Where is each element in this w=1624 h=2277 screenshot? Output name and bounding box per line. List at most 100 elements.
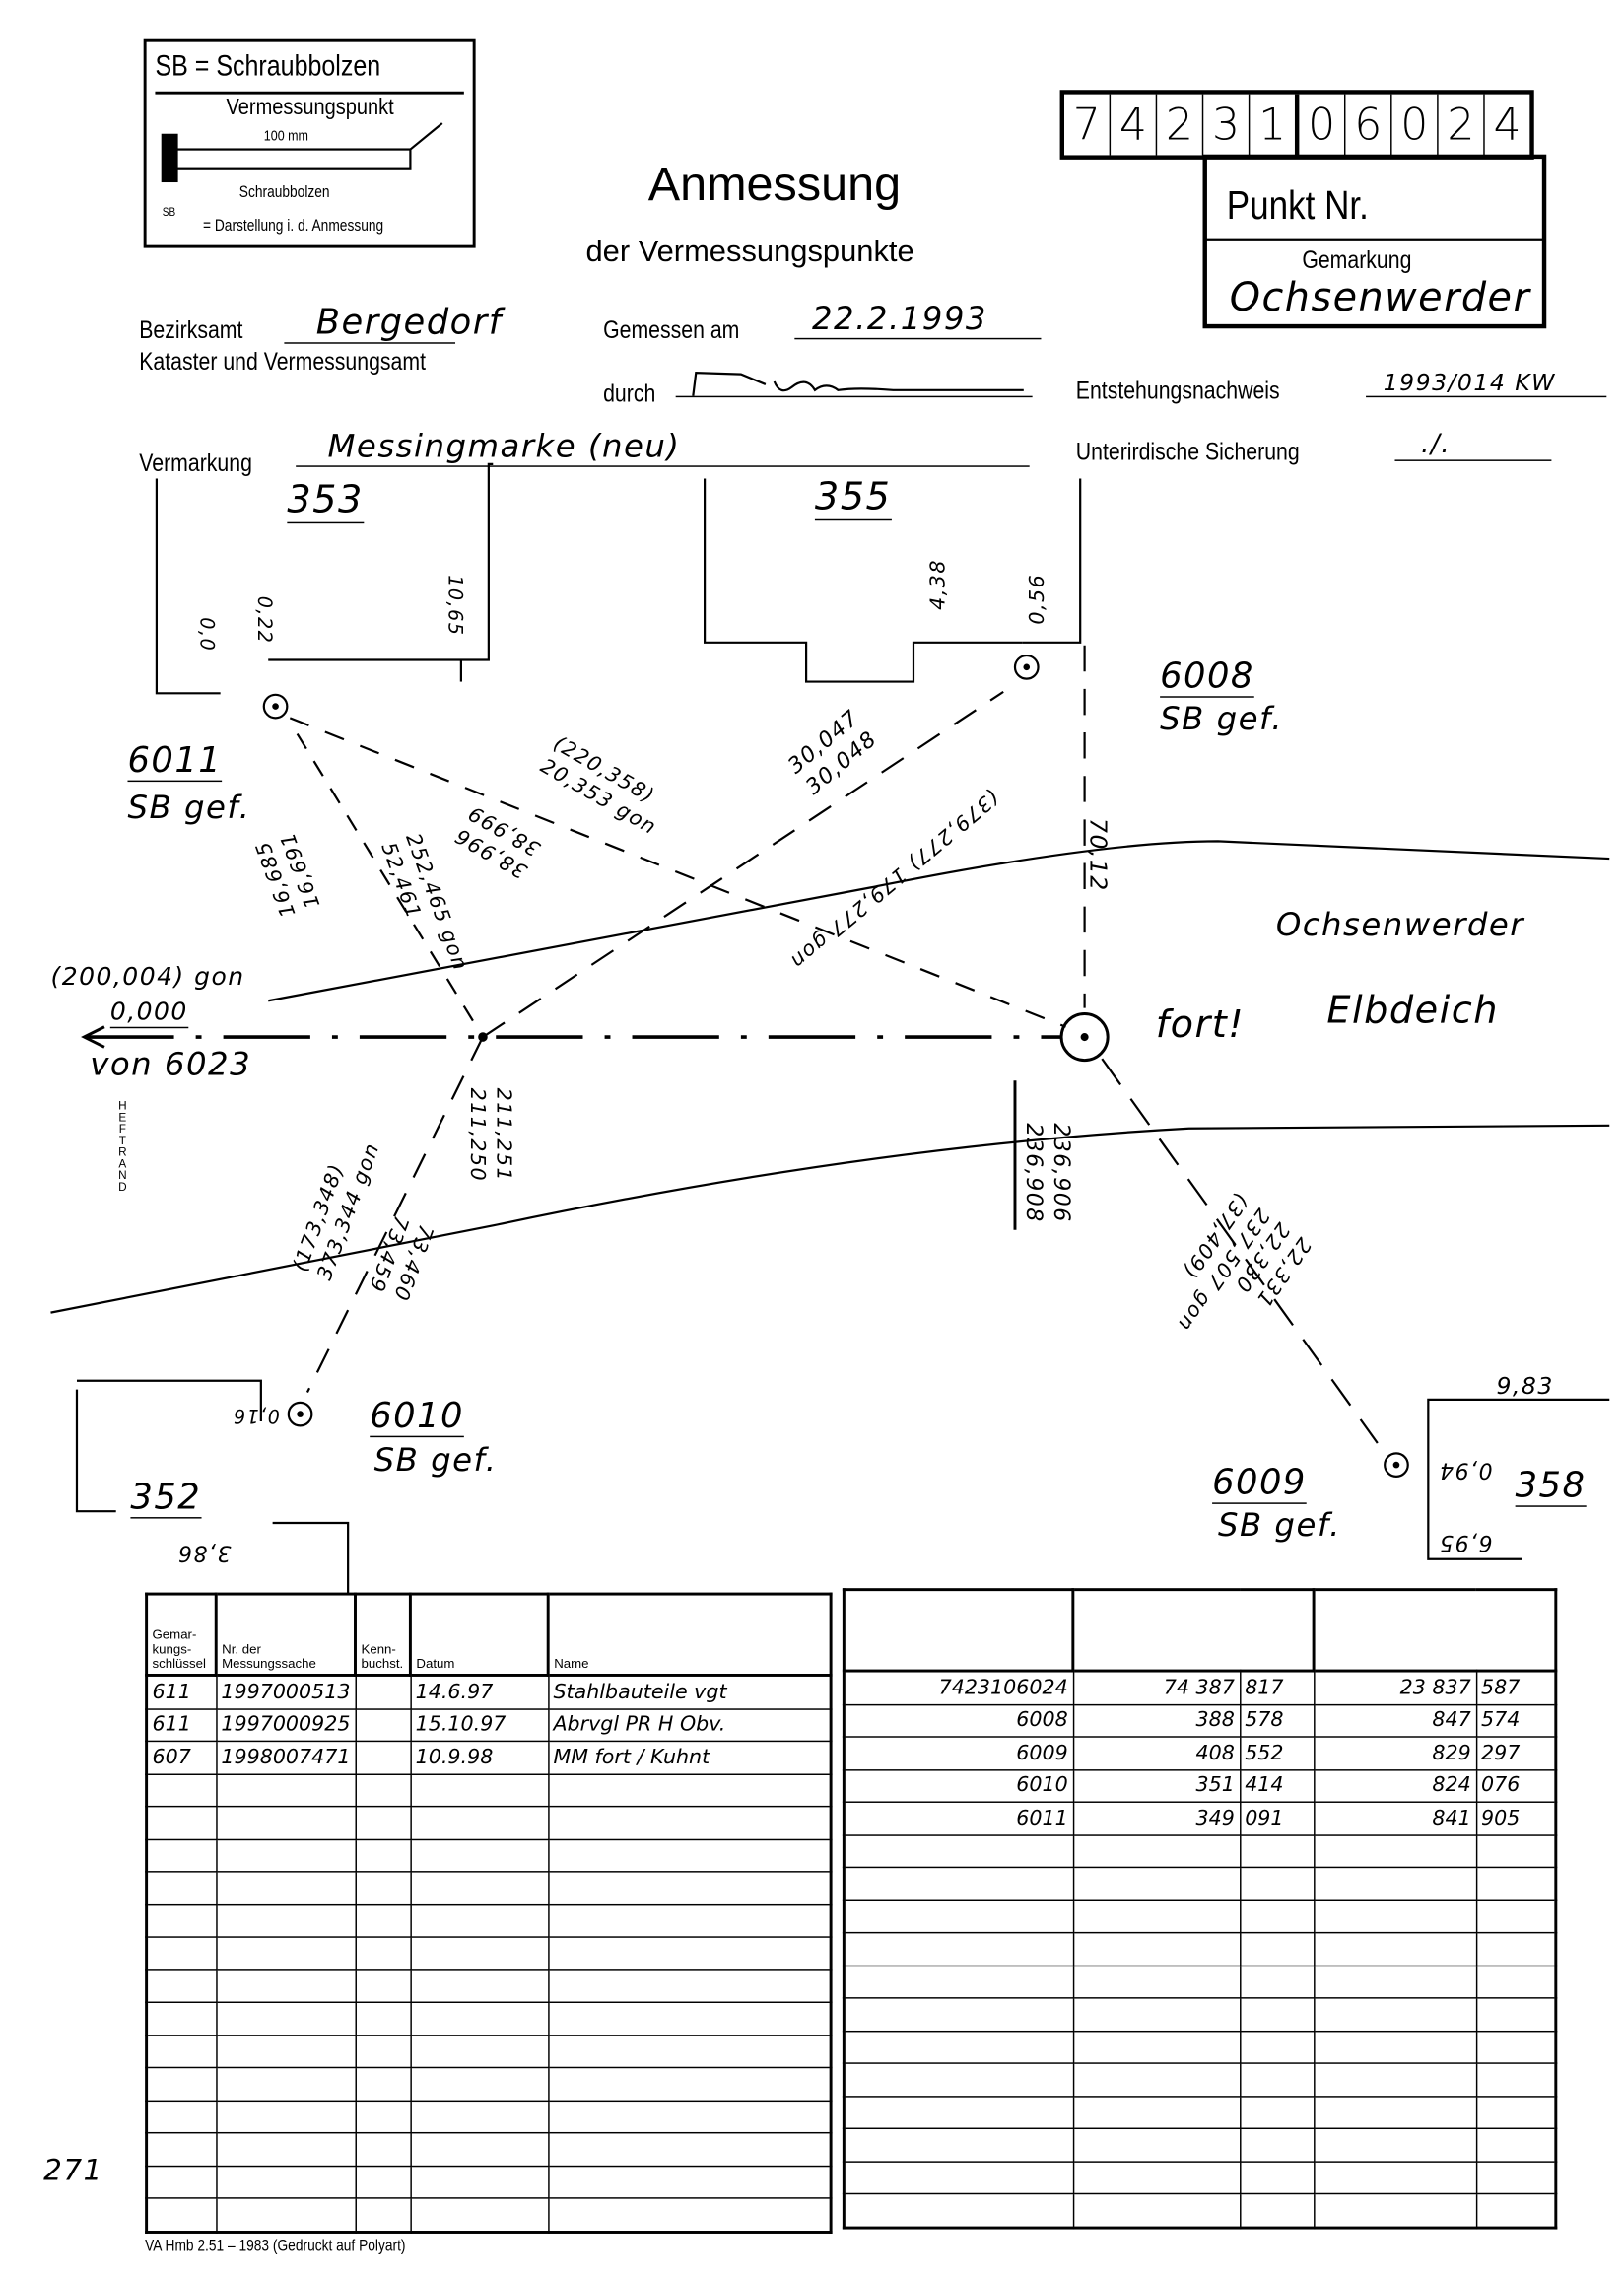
sicherung-value: ./. [1394, 430, 1552, 461]
punkt-digit: 2 [1157, 94, 1204, 156]
empty-row [843, 2127, 1557, 2163]
margin-note: 271 [43, 2152, 103, 2187]
legend-title: SB = Schraubbolzen [155, 50, 381, 83]
entstehung-value: 1993/014 KW [1366, 369, 1607, 398]
from-6023: von 6023 [90, 1047, 252, 1084]
measure: 211,251 [491, 1087, 515, 1183]
point-7423106024-icon [1059, 1012, 1110, 1063]
sicherung-label: Unterirdische Sicherung [1075, 438, 1300, 466]
empty-row [843, 2095, 1557, 2129]
bezirksamt-value: Bergedorf [284, 302, 501, 344]
footer-imprint: VA Hmb 2.51 – 1983 (Gedruckt auf Polyart… [145, 2238, 406, 2256]
point-note-6010: SB gef. [373, 1443, 498, 1480]
punkt-digit: 0 [1392, 94, 1439, 156]
durch-label: durch [603, 380, 656, 408]
gemessen-label: Gemessen am [603, 315, 740, 344]
measure: 10,65 [442, 575, 465, 637]
empty-row [843, 1833, 1557, 1869]
empty-row [145, 2131, 832, 2167]
point-note-6011: SB gef. [127, 790, 251, 827]
punkt-digit: 1 [1250, 94, 1300, 156]
punkt-digit: 2 [1439, 94, 1485, 156]
empty-row [145, 1838, 832, 1873]
measure: 9,83 [1496, 1371, 1554, 1400]
empty-row [145, 2066, 832, 2102]
parcel-358: 358 [1515, 1465, 1587, 1507]
punkt-digit: 4 [1493, 100, 1522, 152]
dike-line-north [268, 840, 1610, 1002]
bearing-zero: 0,000 [109, 998, 188, 1029]
measure: 0,22 [251, 595, 275, 645]
entstehung-label: Entstehungsnachweis [1075, 377, 1280, 405]
empty-row [843, 2192, 1557, 2229]
ochsenwerder-label: Ochsenwerder [1275, 908, 1525, 944]
empty-row [843, 1898, 1557, 1934]
gemarkung-label: Gemarkung [1302, 246, 1412, 275]
measure: 3,86 [176, 1540, 232, 1567]
empty-row [145, 2001, 832, 2036]
col-datum: Datum [409, 1592, 550, 1677]
measure-group-station: 211,251 211,250 [464, 1088, 514, 1183]
measure: 236,906 [1049, 1123, 1075, 1223]
parcel-355: 355 [814, 475, 892, 521]
measure: 70,12 [1084, 818, 1113, 892]
punkt-digit: 7 [1064, 94, 1112, 156]
parcel-353: 353 [287, 478, 364, 524]
fort-label: fort! [1155, 1003, 1246, 1048]
punkt-label: Punkt Nr. [1226, 182, 1369, 229]
page-title: Anmessung [647, 156, 902, 211]
empty-row [145, 2165, 832, 2199]
point-note-6008: SB gef. [1160, 702, 1284, 738]
empty-row [145, 1772, 832, 1808]
legend-length: 100 mm [263, 128, 308, 146]
parcel-352: 352 [130, 1476, 202, 1519]
point-label-6009: 6009 [1212, 1462, 1307, 1504]
point-6011-icon [262, 693, 289, 720]
punkt-digit: 4 [1111, 94, 1158, 156]
empty-row [843, 1965, 1557, 1999]
empty-row [145, 1903, 832, 1938]
gemessen-value: 22.2.1993 [794, 302, 1042, 340]
bezirksamt-label: Bezirksamt [139, 315, 243, 344]
vermarkung-label: Vermarkung [139, 449, 252, 478]
empty-row [145, 2197, 832, 2233]
building-353 [155, 478, 221, 695]
empty-row [145, 1805, 832, 1840]
legend-darstellung: = Darstellung i. d. Anmessung [202, 217, 384, 236]
empty-row [843, 2030, 1557, 2064]
measure: 0,94 [1438, 1457, 1493, 1484]
point-label-6008: 6008 [1160, 656, 1254, 698]
punkt-number-boxes: 7 4 2 3 1 0 6 0 2 4 [1059, 90, 1534, 160]
measure: 211,250 [465, 1087, 490, 1183]
empty-row [145, 1871, 832, 1905]
point-label-6011: 6011 [127, 739, 223, 783]
empty-row [145, 1936, 832, 1970]
measure: 236,908 [1021, 1123, 1049, 1223]
measure: 0,16 [232, 1404, 280, 1426]
legend-schraubbolzen: Schraubbolzen [238, 183, 330, 202]
point-6009-icon [1384, 1452, 1409, 1478]
history-table: Gemar-kungs-schlüssel Nr. der Messungssa… [145, 1592, 833, 2234]
empty-row [145, 2099, 832, 2134]
legend-symbol: SB [162, 205, 176, 220]
empty-row [145, 1968, 832, 2003]
punkt-digit: 3 [1203, 94, 1251, 156]
amt-label: Kataster und Vermessungsamt [139, 348, 427, 377]
measure: 0,56 [1026, 573, 1049, 625]
point-6010-icon [287, 1401, 313, 1427]
point-label-6010: 6010 [370, 1395, 464, 1438]
empty-row [843, 1866, 1557, 1901]
col-kennbuchst: Kenn-buchst. [354, 1592, 412, 1677]
empty-row [145, 2034, 832, 2069]
col-name: Name [546, 1592, 833, 1677]
empty-row [843, 2160, 1557, 2195]
measure: 0,0 [194, 617, 217, 653]
